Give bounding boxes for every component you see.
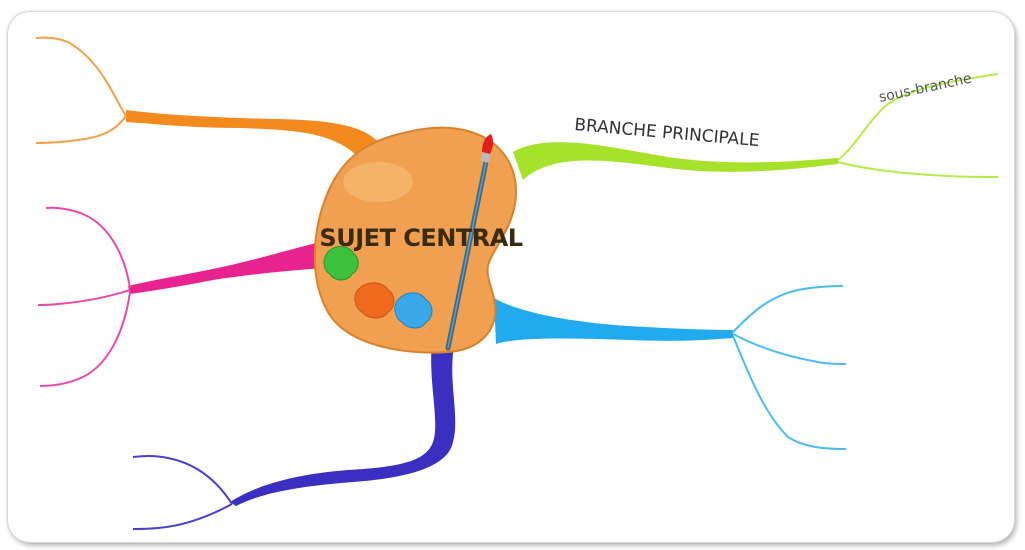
branch-blue-sub-2	[732, 333, 847, 365]
branch-indigo-main	[230, 342, 456, 506]
palette-highlight	[343, 162, 413, 202]
paint-blob-blue-icon	[394, 292, 433, 329]
branch-blue-main	[494, 298, 733, 344]
branch-blue	[494, 285, 847, 450]
branch-green-sub-2	[837, 161, 999, 178]
branch-green-sub-1	[837, 73, 999, 161]
branch-orange-sub-2	[35, 115, 127, 144]
branch-magenta	[37, 206, 326, 387]
branch-orange-sub-1	[35, 36, 127, 117]
branch-magenta-sub-3	[39, 291, 131, 387]
branch-magenta-sub-2	[37, 289, 131, 306]
paint-blob-orange-icon	[354, 282, 395, 319]
branch-indigo	[132, 342, 456, 530]
mind-map-card: SUJET CENTRAL BRANCHE PRINCIPALE sous-br…	[8, 12, 1014, 542]
branch-magenta-main	[128, 242, 326, 294]
branch-indigo-sub-2	[132, 503, 233, 530]
branch-orange	[35, 36, 380, 162]
branch-indigo-sub-1	[132, 455, 233, 505]
central-topic-node: SUJET CENTRAL	[313, 126, 523, 354]
branch-magenta-sub-1	[45, 206, 131, 289]
branch-orange-main	[126, 110, 380, 162]
branch-green	[513, 73, 999, 180]
sub-branch-label: sous-branche	[878, 71, 974, 106]
branch-blue-sub-3	[732, 335, 847, 450]
mind-map-diagram: SUJET CENTRAL BRANCHE PRINCIPALE sous-br…	[35, 36, 999, 530]
paintbrush-icon	[445, 134, 494, 351]
branch-green-main	[513, 142, 838, 180]
central-topic-label: SUJET CENTRAL	[319, 224, 522, 252]
branch-blue-sub-1	[732, 285, 844, 333]
paint-blob-green-icon	[323, 246, 359, 281]
